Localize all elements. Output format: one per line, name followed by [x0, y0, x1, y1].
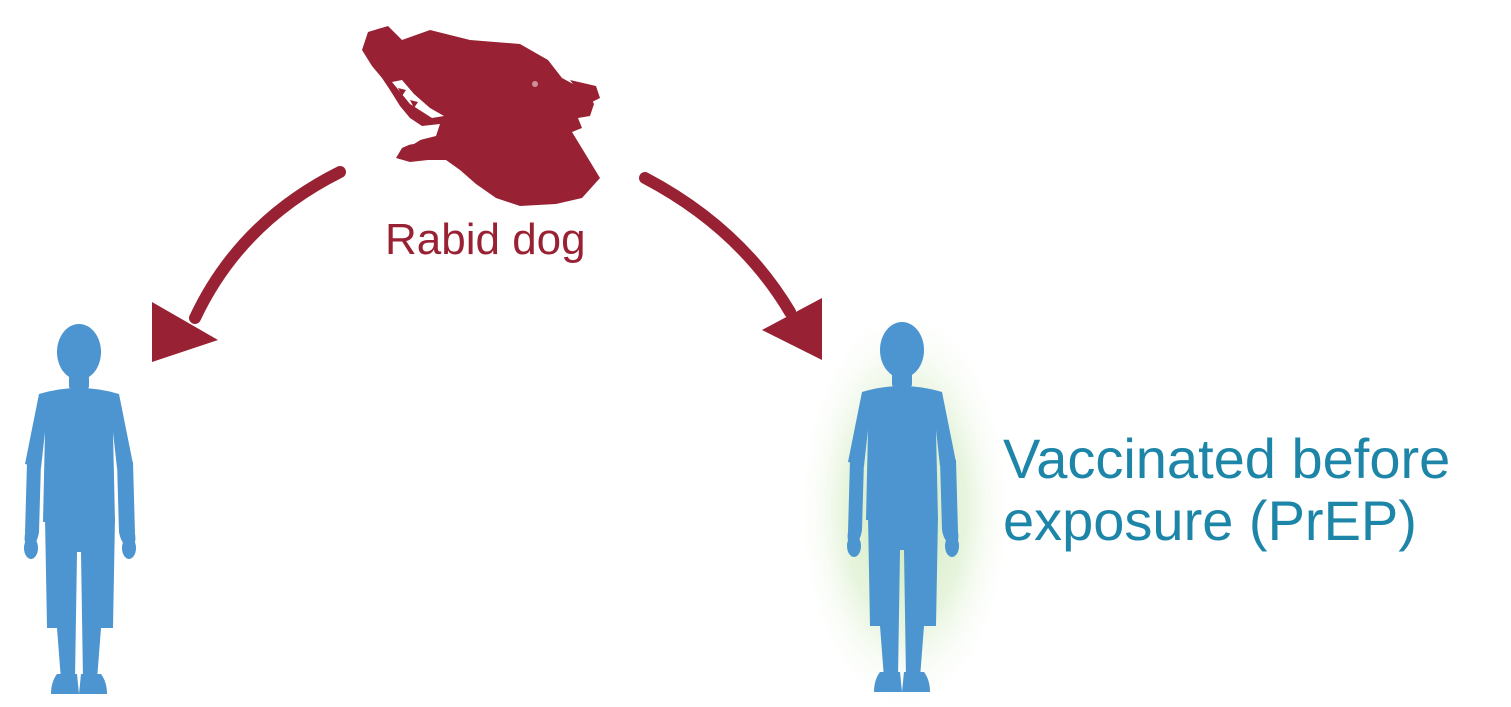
right-arrow	[645, 178, 822, 360]
unvaccinated-child-icon	[24, 324, 136, 694]
dog-head-icon	[362, 26, 600, 206]
vaccinated-label: Vaccinated before exposure (PrEP)	[1003, 428, 1450, 552]
rabid-dog-label: Rabid dog	[385, 215, 586, 265]
left-arrow	[152, 172, 340, 362]
vaccinated-label-line2: exposure (PrEP)	[1003, 490, 1450, 552]
vaccinated-label-line1: Vaccinated before	[1003, 428, 1450, 490]
